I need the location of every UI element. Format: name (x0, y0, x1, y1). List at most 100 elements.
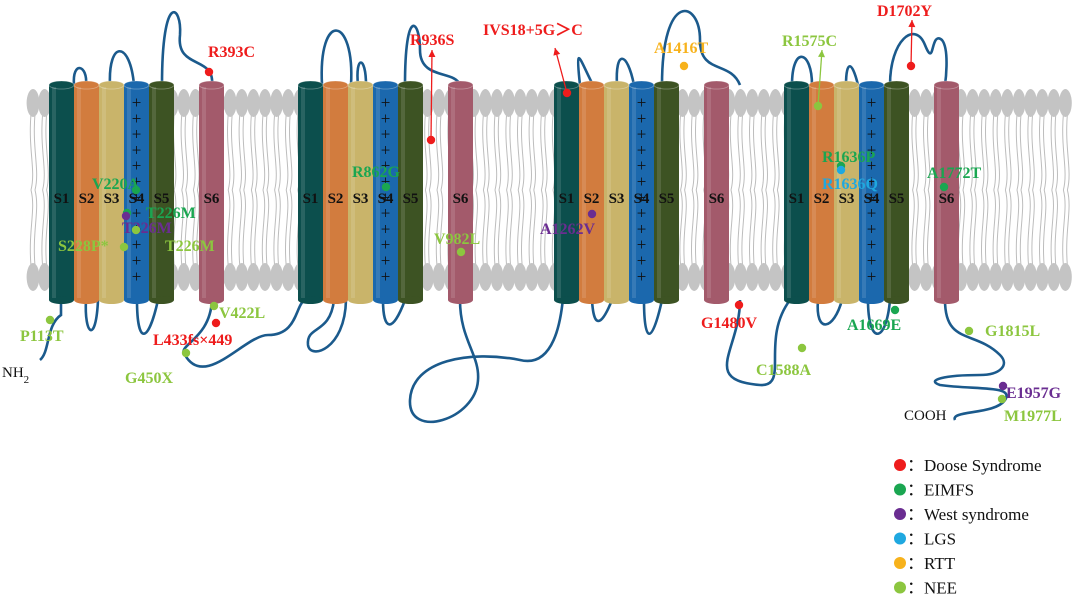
lipid-molecule (734, 89, 747, 291)
mutation-label: G450X (125, 370, 173, 387)
legend-label: ：LGS (907, 530, 956, 549)
chain-loop (39, 290, 63, 362)
lipid-molecule (513, 89, 527, 291)
positive-charge: + (637, 140, 647, 159)
mutation-v982l: V982L (434, 231, 480, 257)
mutation-dot (734, 300, 744, 310)
segment-s4: S4++++++++++++ (858, 80, 885, 304)
positive-charge: + (637, 219, 647, 238)
segment-label: S6 (204, 191, 220, 207)
lipid-molecule (223, 89, 237, 291)
legend-item-lgs: ：LGS (894, 530, 956, 549)
lipid-molecule (1035, 89, 1049, 291)
mutation-dot (813, 101, 823, 111)
positive-charge: + (867, 172, 877, 191)
mutation-r393c: R393C (204, 44, 255, 77)
mutation-l433fs-449: L433fs×449 (153, 318, 232, 349)
mutation-dot (679, 61, 689, 71)
mutation-dot (211, 318, 221, 328)
mutation-label: P113T (20, 328, 64, 345)
legend-label: ：Doose Syndrome (907, 456, 1042, 475)
chain-loop (408, 298, 565, 424)
segment-s3: S3 (347, 80, 374, 304)
c-terminus-label: COOH (904, 408, 947, 424)
segment-label: S4 (129, 191, 145, 207)
lipid-molecule (479, 89, 492, 291)
mutation-label: V220A (92, 176, 140, 193)
mutation-s228p-: S228P* (58, 238, 129, 255)
segment-label: S2 (814, 191, 830, 207)
chain-loop (888, 32, 948, 86)
positive-charge: + (381, 251, 391, 270)
positive-charge: + (637, 93, 647, 112)
legend-item-doose: ：Doose Syndrome (894, 456, 1042, 475)
lipid-molecule (919, 89, 933, 291)
positive-charge: + (637, 172, 647, 191)
mutation-label: IVS18+5G＞C (483, 22, 583, 39)
lipid-molecule (1001, 89, 1014, 291)
segment-s5: S5 (397, 80, 424, 304)
lipid-molecule (769, 89, 782, 291)
legend-item-west: ：West syndrome (894, 505, 1029, 524)
segment-s2: S2 (322, 80, 349, 304)
lipid-molecule (676, 89, 689, 291)
lipid-molecule (525, 89, 539, 291)
segment-label: S2 (79, 191, 95, 207)
legend-item-nee: ：NEE (894, 579, 957, 598)
segment-label: S3 (839, 191, 855, 207)
positive-charge: + (867, 267, 877, 286)
mutation-dot (204, 67, 214, 77)
positive-charge: + (381, 204, 391, 223)
mutation-g1480v: G1480V (701, 300, 757, 332)
chain-loop (160, 11, 214, 86)
mutation-d1702y: D1702Y (877, 3, 933, 71)
mutation-label: R862G (352, 164, 401, 181)
legend-swatch (894, 508, 906, 520)
positive-charge: + (637, 251, 647, 270)
positive-charge: + (381, 125, 391, 144)
segment-s5: S5 (653, 80, 680, 304)
segment-s5: S5 (883, 80, 910, 304)
mutation-v422l: V422L (209, 301, 265, 322)
mutation-dot (181, 348, 191, 358)
positive-charge: + (132, 156, 142, 175)
mutation-label: A1669E (847, 317, 901, 334)
chain-loop (356, 61, 368, 86)
positive-charge: + (867, 219, 877, 238)
positive-charge: + (867, 156, 877, 175)
segment-label: S5 (403, 191, 419, 207)
lipid-molecule (1024, 89, 1037, 291)
segment-label: S2 (328, 191, 344, 207)
n-terminus-label: NH2 (2, 365, 29, 386)
lipid-molecule (490, 89, 504, 291)
lipid-molecule (1012, 89, 1026, 291)
segment-label: S1 (54, 191, 70, 207)
lipid-molecule (258, 89, 272, 291)
mutation-a1772t: A1772T (927, 165, 982, 192)
mutation-m1977l: M1977L (997, 394, 1062, 425)
chain-loop (866, 299, 892, 335)
chain-loop (381, 299, 407, 326)
mutation-a1416t: A1416T (654, 40, 709, 71)
segment-s4: S4++++++++++++ (628, 80, 655, 304)
positive-charge: + (867, 235, 877, 254)
chain-loop (816, 299, 844, 326)
lipid-molecule (966, 89, 979, 291)
positive-charge: + (132, 204, 142, 223)
terminal-labels: NH2 COOH (2, 365, 947, 424)
lipid-molecule (270, 89, 283, 291)
mutation-label: A1772T (927, 165, 982, 182)
legend-label: ：NEE (907, 579, 957, 598)
mutation-label: M1977L (1004, 408, 1062, 425)
positive-charge: + (132, 109, 142, 128)
segment-s2: S2 (808, 80, 835, 304)
mutation-dot (998, 381, 1008, 391)
legend-swatch (894, 532, 906, 545)
chain-loop (84, 299, 100, 332)
positive-charge: + (637, 125, 647, 144)
mutation-label: T226M (146, 205, 196, 222)
mutation-label: T226M (165, 238, 215, 255)
